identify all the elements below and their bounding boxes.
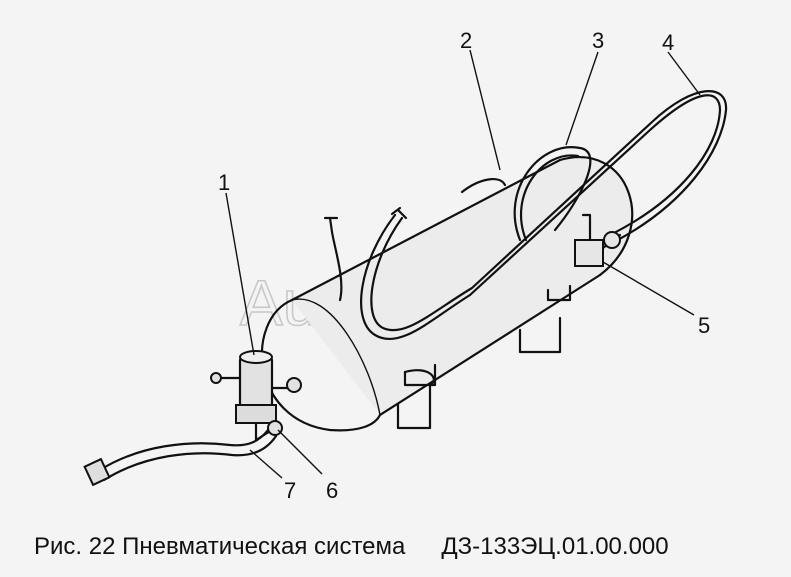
supply-hose bbox=[98, 428, 270, 472]
tank-strap bbox=[403, 178, 507, 387]
elbow-fitting bbox=[574, 213, 622, 267]
leader-line-1 bbox=[225, 192, 255, 356]
main-pipe bbox=[360, 94, 722, 341]
callout-7: 7 bbox=[284, 478, 296, 503]
leader-line-2 bbox=[469, 49, 501, 171]
callout-2: 2 bbox=[460, 28, 472, 53]
drain-pipe bbox=[328, 216, 343, 302]
air-tank bbox=[260, 156, 634, 432]
loop-pipe-inner bbox=[520, 154, 580, 242]
tank-bracket-rear bbox=[518, 316, 562, 354]
leader-line-4 bbox=[667, 51, 701, 96]
tank-bracket-front bbox=[396, 378, 432, 430]
leader-line-5 bbox=[602, 261, 695, 316]
leader-line-7 bbox=[249, 449, 283, 479]
figure-caption: Рис. 22 Пневматическая система ДЗ-133ЭЦ.0… bbox=[34, 533, 774, 561]
callout-6: 6 bbox=[326, 478, 338, 503]
main-pipe-inner bbox=[370, 90, 728, 332]
caption-title: Рис. 22 Пневматическая система bbox=[34, 533, 406, 560]
supply-hose-inner bbox=[102, 434, 278, 482]
pipe-end-fitting bbox=[390, 206, 408, 220]
leader-line-6 bbox=[277, 429, 323, 475]
callout-3: 3 bbox=[592, 28, 604, 53]
callout-4: 4 bbox=[662, 30, 674, 55]
caption-code: ДЗ-133ЭЦ.01.00.000 bbox=[441, 533, 669, 560]
strap-clamp-front bbox=[403, 363, 437, 387]
callout-5: 5 bbox=[698, 313, 710, 338]
leader-line-3 bbox=[565, 51, 599, 146]
strap-clamp-rear bbox=[546, 284, 572, 302]
valve-assembly bbox=[210, 350, 302, 442]
hose-end-fitting bbox=[83, 457, 111, 487]
callout-1: 1 bbox=[218, 170, 230, 195]
